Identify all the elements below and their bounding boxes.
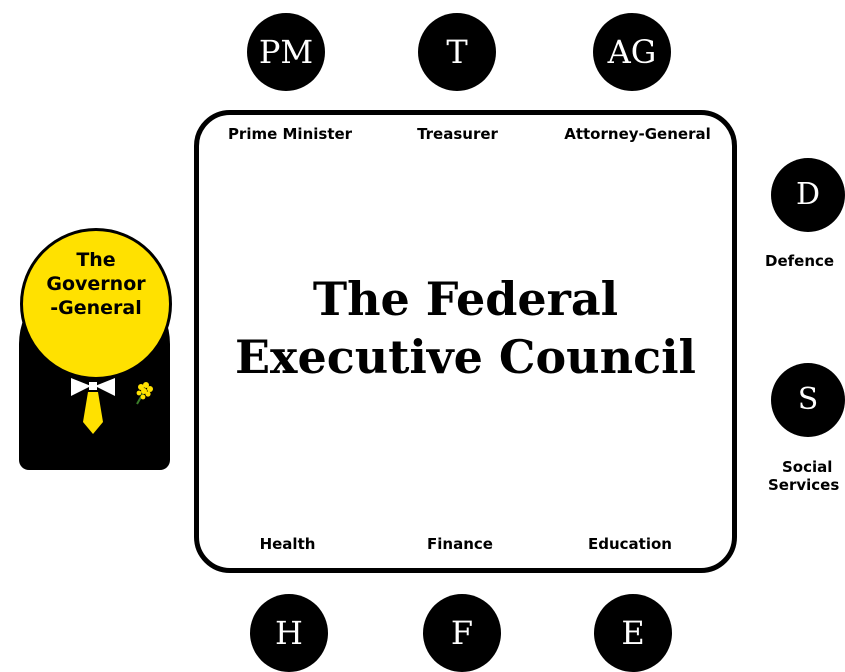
necktie-icon: [83, 392, 103, 434]
minister-circle-f: F: [423, 594, 501, 672]
minister-circle-ag: AG: [593, 13, 671, 91]
gg-label-line-1: The: [76, 249, 116, 271]
minister-circle-d: D: [771, 158, 845, 232]
minister-circle-e: E: [594, 594, 672, 672]
minister-circle-pm: PM: [247, 13, 325, 91]
label-treasurer: Treasurer: [417, 125, 498, 143]
label-health: Health: [259, 535, 316, 553]
governor-general-attire: [71, 378, 153, 434]
wattle-flower-icon: [136, 382, 153, 405]
label-social-services: Social Services: [768, 458, 845, 494]
council-table: [194, 110, 737, 573]
minister-circle-h: H: [250, 594, 328, 672]
governor-general-label: The Governor -General: [20, 248, 172, 320]
gg-label-line-3: -General: [50, 297, 142, 319]
minister-circle-s: S: [771, 363, 845, 437]
label-social-services-line-1: Social: [782, 458, 833, 476]
gg-label-line-2: Governor: [46, 273, 146, 295]
council-title-line-1: The Federal: [312, 272, 619, 326]
label-defence: Defence: [765, 252, 835, 270]
council-title-line-2: Executive Council: [234, 330, 697, 384]
minister-circle-t: T: [418, 13, 496, 91]
label-attorney-general: Attorney-General: [564, 125, 711, 143]
council-title: The Federal Executive Council: [194, 270, 737, 386]
label-education: Education: [588, 535, 672, 553]
label-finance: Finance: [427, 535, 493, 553]
bow-tie-icon: [71, 378, 115, 396]
governor-general-head: [20, 228, 172, 380]
label-prime-minister: Prime Minister: [227, 125, 353, 143]
label-social-services-line-2: Services: [768, 476, 840, 494]
